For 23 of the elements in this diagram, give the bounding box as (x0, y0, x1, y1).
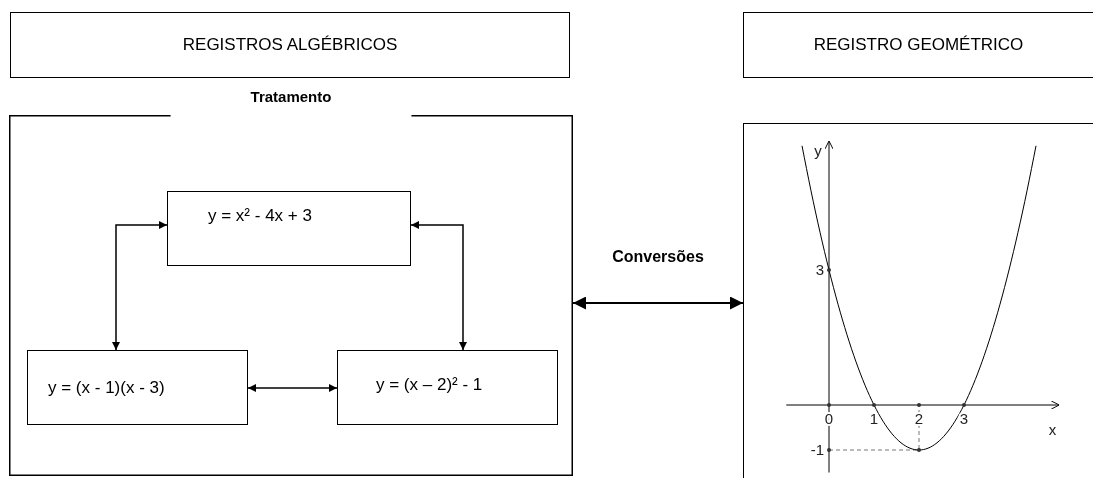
title-text: REGISTROS ALGÉBRICOS (182, 34, 398, 56)
equation-box (337, 350, 558, 425)
title-box (10, 12, 570, 78)
equation-text: y = (x - 1)(x - 3) (48, 378, 165, 399)
double-arrow (247, 384, 338, 392)
title-text: REGISTRO GEOMÉTRICO (813, 34, 1024, 56)
graph-panel (743, 123, 1093, 478)
double-arrow (112, 221, 168, 351)
equation-box (167, 191, 411, 266)
tick-label: 3 (815, 261, 824, 278)
axis-label: x (1048, 421, 1057, 438)
tick-label: -1 (810, 441, 824, 458)
equation-text: y = (x – 2)² - 1 (376, 375, 483, 396)
axis-label: y (814, 141, 822, 159)
tick-label: 3 (959, 410, 969, 427)
double-arrow (572, 296, 744, 310)
frame-heading: Tratamento (250, 88, 332, 106)
tick-label: 2 (914, 410, 924, 427)
tick-label: 1 (869, 410, 879, 427)
double-arrow (410, 221, 467, 351)
equation-box (27, 350, 248, 425)
equation-text: y = x² - 4x + 3 (208, 206, 312, 227)
title-box (743, 12, 1093, 78)
